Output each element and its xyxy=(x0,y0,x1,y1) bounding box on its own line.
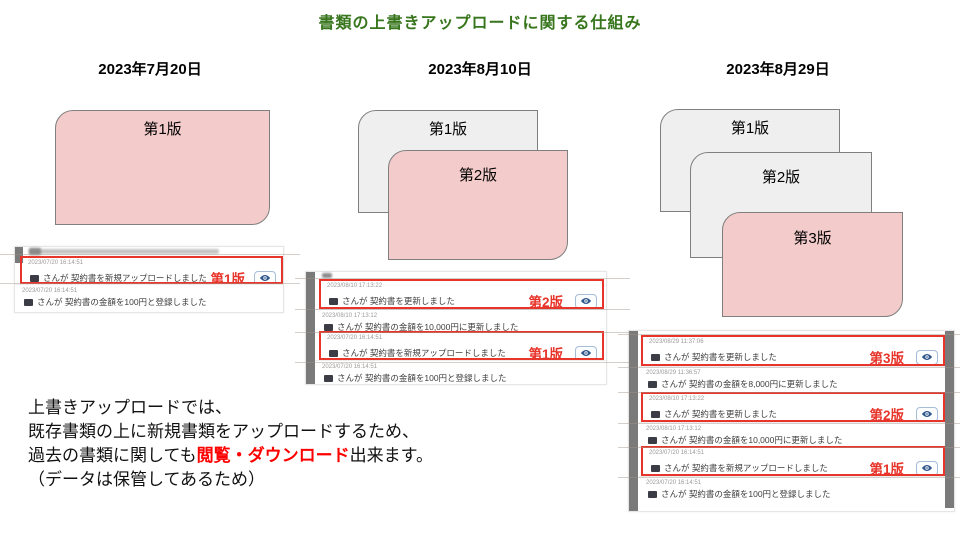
log-entry: 2023/08/10 17:13:12 さんが 契約書の金額を10,000円に更… xyxy=(639,422,945,446)
note-block: 上書きアップロードでは、 既存書類の上に新規書類をアップロードするため、 過去の… xyxy=(28,396,433,492)
version-label: 第1版 xyxy=(428,121,468,138)
log-message: さんが 契約書の金額を100円と登録しました xyxy=(337,373,507,382)
log-entry-highlighted: 2023/07/20 16:14:51 さんが 契約書を新規アップロードしました… xyxy=(319,331,604,360)
version-tag: 第2版 xyxy=(869,408,904,422)
log-timestamp: 2023/08/10 17:13:12 xyxy=(646,426,702,432)
log-entry: 2023/08/10 17:13:12 さんが 契約書の金額を10,000円に更… xyxy=(315,309,606,331)
eye-icon xyxy=(922,465,932,471)
log-message: さんが 契約書を更新しました xyxy=(342,296,455,306)
preview-button[interactable] xyxy=(916,349,938,364)
version-tag: 第1版 xyxy=(528,347,563,360)
user-avatar-icon xyxy=(648,380,657,388)
user-avatar-icon xyxy=(651,353,660,361)
log-message: さんが 契約書の金額を10,000円に更新しました xyxy=(337,322,519,331)
log-message: さんが 契約書を新規アップロードしました xyxy=(43,273,207,283)
log-entry-highlighted: 2023/07/20 16:14:51 さんが 契約書を新規アップロードしました… xyxy=(20,256,283,284)
eye-icon xyxy=(922,354,932,360)
note-line-3: 過去の書類に関しても閲覧・ダウンロード出来ます。 xyxy=(28,444,433,468)
log-timestamp: 2023/07/20 16:14:51 xyxy=(327,335,383,341)
cropped-log-row xyxy=(322,273,332,278)
version-label: 第1版 xyxy=(143,121,182,138)
column-date-2: 2023年8月10日 xyxy=(428,61,532,78)
user-avatar-icon xyxy=(24,298,33,306)
note-line-3-pre: 過去の書類に関しても xyxy=(28,446,197,465)
log-timestamp: 2023/07/20 16:14:51 xyxy=(28,260,84,266)
slide-title: 書類の上書きアップロードに関する仕組み xyxy=(318,15,642,32)
preview-button[interactable] xyxy=(575,293,597,307)
log-entry-highlighted: 2023/08/29 11:37:06 さんが 契約書を更新しました 第3版 xyxy=(641,335,945,366)
user-avatar-icon xyxy=(29,248,41,255)
log-message: さんが 契約書を更新しました xyxy=(664,352,777,362)
version-tag: 第3版 xyxy=(869,351,904,366)
log-entry: 2023/07/20 16:14:51 さんが 契約書の金額を100円と登録しま… xyxy=(15,284,283,311)
eye-icon xyxy=(581,350,591,356)
eye-icon xyxy=(922,411,932,417)
version-label: 第2版 xyxy=(761,169,801,186)
column-date-3: 2023年8月29日 xyxy=(726,61,830,78)
user-avatar-icon xyxy=(324,323,333,331)
preview-button[interactable] xyxy=(254,270,276,282)
log-message: さんが 契約書を更新しました xyxy=(664,409,777,419)
user-avatar-icon xyxy=(648,490,657,498)
version-label: 第2版 xyxy=(458,167,498,184)
scrollbar[interactable] xyxy=(15,247,23,263)
version-label: 第3版 xyxy=(793,230,832,247)
log-entry: 2023/07/20 16:14:51 さんが 契約書の金額を100円と登録しま… xyxy=(639,476,945,504)
column-date-1: 2023年7月20日 xyxy=(98,61,202,78)
log-timestamp: 2023/08/10 17:13:22 xyxy=(649,396,705,402)
note-line-4: （データは保管してあるため） xyxy=(28,470,265,489)
log-timestamp: 2023/08/29 11:36:57 xyxy=(646,370,701,376)
eye-icon xyxy=(260,275,270,281)
activity-log-screenshot-2: 2023/08/10 17:13:22 さんが 契約書を更新しました 第2版 2… xyxy=(305,271,607,385)
document-version-card: 第3版 xyxy=(722,212,903,317)
log-timestamp: 2023/07/20 16:14:51 xyxy=(22,288,78,294)
note-line-2: 既存書類の上に新規書類をアップロードするため、 xyxy=(28,422,419,441)
user-avatar-icon xyxy=(651,464,660,472)
user-avatar-icon xyxy=(30,274,39,282)
log-message: さんが 契約書の金額を100円と登録しました xyxy=(661,489,831,499)
document-version-card: 第1版 xyxy=(55,110,270,225)
note-line-3-highlight: 閲覧・ダウンロード xyxy=(196,446,350,465)
log-entry: 2023/07/20 16:14:51 さんが 契約書の金額を100円と登録しま… xyxy=(315,360,606,382)
cropped-log-row xyxy=(29,249,219,254)
version-tag: 第2版 xyxy=(528,295,563,309)
activity-log-screenshot-1: 2023/07/20 16:14:51 さんが 契約書を新規アップロードしました… xyxy=(14,246,284,313)
log-message: さんが 契約書の金額を10,000円に更新しました xyxy=(661,435,843,445)
log-timestamp: 2023/07/20 16:14:51 xyxy=(646,480,702,486)
log-message: さんが 契約書の金額を100円と登録しました xyxy=(37,297,207,307)
log-entry-highlighted: 2023/07/20 16:14:51 さんが 契約書を新規アップロードしました… xyxy=(641,446,945,476)
log-message: さんが 契約書を新規アップロードしました xyxy=(664,463,828,473)
log-timestamp: 2023/08/29 11:37:06 xyxy=(649,339,704,345)
user-avatar-icon xyxy=(329,297,338,305)
user-avatar-icon xyxy=(651,410,660,418)
eye-icon xyxy=(581,298,591,304)
user-avatar-icon xyxy=(324,374,333,382)
log-entry: 2023/08/29 11:36:57 さんが 契約書の金額を8,000円に更新… xyxy=(639,366,945,392)
scrollbar[interactable] xyxy=(945,331,954,508)
activity-log-screenshot-3: 2023/08/29 11:37:06 さんが 契約書を更新しました 第3版 2… xyxy=(628,330,955,512)
preview-button[interactable] xyxy=(575,345,597,358)
note-line-1: 上書きアップロードでは、 xyxy=(28,398,232,417)
log-message: さんが 契約書を新規アップロードしました xyxy=(342,348,506,358)
log-entry-highlighted: 2023/08/10 17:13:22 さんが 契約書を更新しました 第2版 xyxy=(319,279,604,309)
document-version-card: 第2版 xyxy=(388,150,568,260)
scrollbar[interactable] xyxy=(629,331,638,511)
scrollbar[interactable] xyxy=(306,272,315,384)
log-message: さんが 契約書の金額を8,000円に更新しました xyxy=(661,379,838,389)
version-label: 第1版 xyxy=(730,120,770,137)
version-tag: 第1版 xyxy=(869,462,904,476)
preview-button[interactable] xyxy=(916,406,938,420)
log-timestamp: 2023/07/20 16:14:51 xyxy=(649,450,705,456)
log-entry-highlighted: 2023/08/10 17:13:22 さんが 契約書を更新しました 第2版 xyxy=(641,392,945,422)
version-tag: 第1版 xyxy=(210,272,245,284)
preview-button[interactable] xyxy=(916,460,938,474)
note-line-3-post: 出来ます。 xyxy=(349,446,433,465)
user-avatar-icon xyxy=(329,349,338,357)
user-avatar-icon xyxy=(648,436,657,444)
log-timestamp: 2023/07/20 16:14:51 xyxy=(322,364,378,370)
log-timestamp: 2023/08/10 17:13:12 xyxy=(322,313,378,319)
log-timestamp: 2023/08/10 17:13:22 xyxy=(327,283,383,289)
